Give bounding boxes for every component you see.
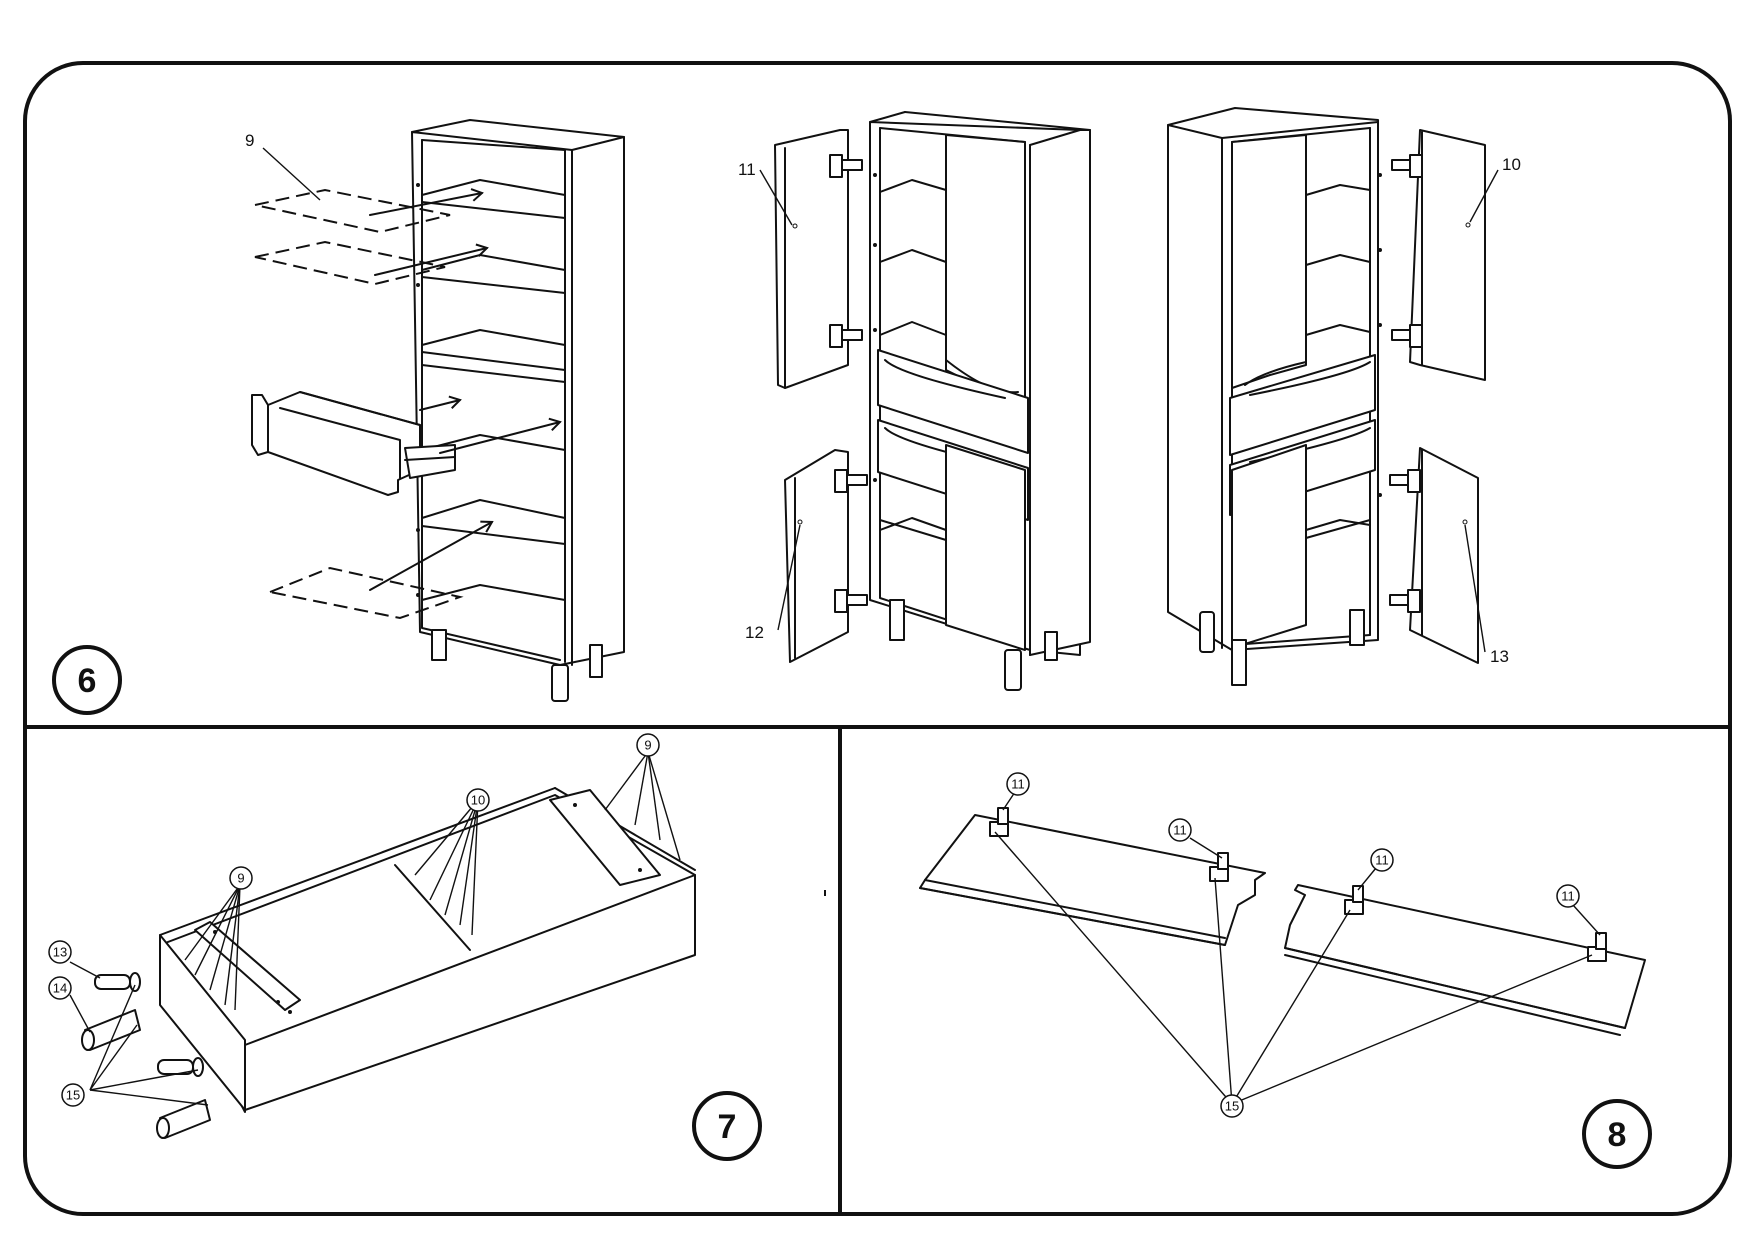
part-label-11: 11 bbox=[738, 160, 756, 179]
step-number-8: 8 bbox=[1582, 1099, 1652, 1169]
svg-text:8: 8 bbox=[1608, 1116, 1627, 1154]
svg-text:7: 7 bbox=[718, 1108, 737, 1146]
part-label-9-step7-left: 9 bbox=[237, 871, 244, 886]
svg-text:6: 6 bbox=[78, 662, 97, 700]
part-label-11-step8-c: 11 bbox=[1375, 853, 1389, 868]
step-number-7: 7 bbox=[692, 1091, 762, 1161]
step-number-6: 6 bbox=[52, 645, 122, 715]
part-label-12: 12 bbox=[745, 623, 764, 642]
step8-door-hinges: 11 11 11 11 15 bbox=[824, 772, 1646, 1118]
step7-box-assembly: 9 10 9 13 14 15 bbox=[48, 733, 696, 1139]
part-label-13-step7: 13 bbox=[53, 945, 67, 960]
part-label-15-step7: 15 bbox=[66, 1088, 80, 1103]
part-label-10: 10 bbox=[1502, 155, 1521, 174]
step6-cabinet-right-doors: 10 13 bbox=[1167, 107, 1521, 686]
part-label-15-step8: 15 bbox=[1225, 1099, 1239, 1114]
part-label-10-step7: 10 bbox=[471, 793, 485, 808]
part-label-14-step7: 14 bbox=[53, 981, 67, 996]
part-label-13: 13 bbox=[1490, 647, 1509, 666]
part-label-9-step7-right: 9 bbox=[644, 738, 651, 753]
outer-frame bbox=[23, 61, 1732, 1216]
part-label-11-step8-d: 11 bbox=[1561, 889, 1575, 904]
part-label-9: 9 bbox=[245, 131, 254, 150]
step6-cabinet-exploded: 9 bbox=[245, 119, 625, 702]
part-label-11-step8-a: 11 bbox=[1011, 777, 1025, 792]
part-label-11-step8-b: 11 bbox=[1173, 823, 1187, 838]
step6-cabinet-left-doors: 11 12 bbox=[738, 111, 1091, 691]
